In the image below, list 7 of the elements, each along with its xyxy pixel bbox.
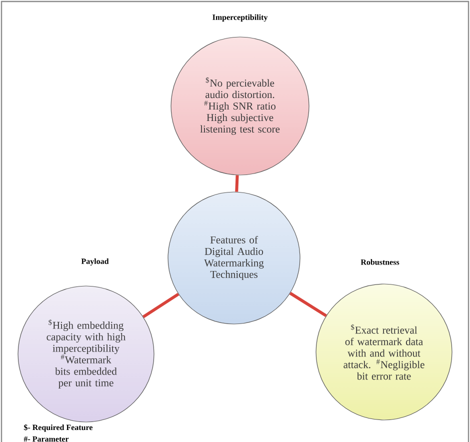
heading: Payload [81, 258, 109, 266]
connector-line [289, 292, 327, 317]
heading: Imperceptibility [212, 14, 268, 22]
heading: Robustness [360, 259, 400, 265]
connector-line [142, 292, 180, 318]
legend-note: #- Parameter [24, 436, 69, 442]
connector-line [235, 175, 239, 192]
